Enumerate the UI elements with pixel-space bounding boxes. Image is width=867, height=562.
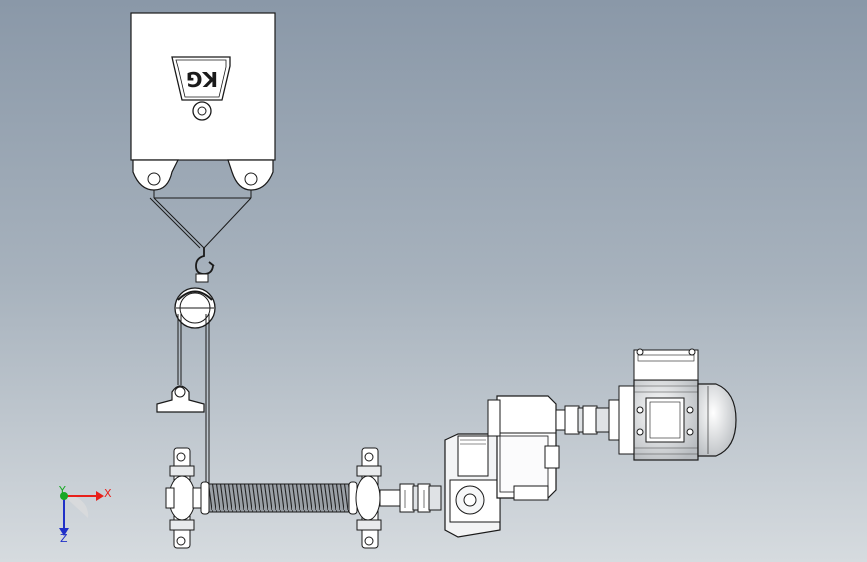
electric-motor[interactable] xyxy=(608,348,737,461)
threaded-rod xyxy=(204,483,354,513)
hoist-logo: KG xyxy=(171,56,231,121)
sling xyxy=(149,190,252,249)
shaft-coupling-upper xyxy=(555,405,611,435)
right-bearing-block xyxy=(355,447,382,549)
motor-fan-cover xyxy=(697,383,737,457)
hoist-rope xyxy=(177,314,210,488)
screw-shaft-assembly[interactable] xyxy=(165,447,403,549)
rope-anchor-bracket xyxy=(156,385,205,413)
x-axis-label: X xyxy=(104,487,112,500)
gearbox[interactable] xyxy=(444,395,560,538)
y-axis-label: Y xyxy=(58,484,66,497)
z-axis-label: Z xyxy=(60,532,68,545)
hoist-logo-text: KG xyxy=(186,67,218,91)
left-bearing-block xyxy=(165,447,196,549)
hoist-unit[interactable]: KG xyxy=(130,12,276,275)
pulley-block[interactable] xyxy=(174,273,216,329)
hoist-hook xyxy=(195,248,215,275)
motor-terminal-box xyxy=(633,349,699,381)
coordinate-triad: X Y Z xyxy=(58,484,112,545)
shaft-coupling-lower xyxy=(399,483,442,513)
